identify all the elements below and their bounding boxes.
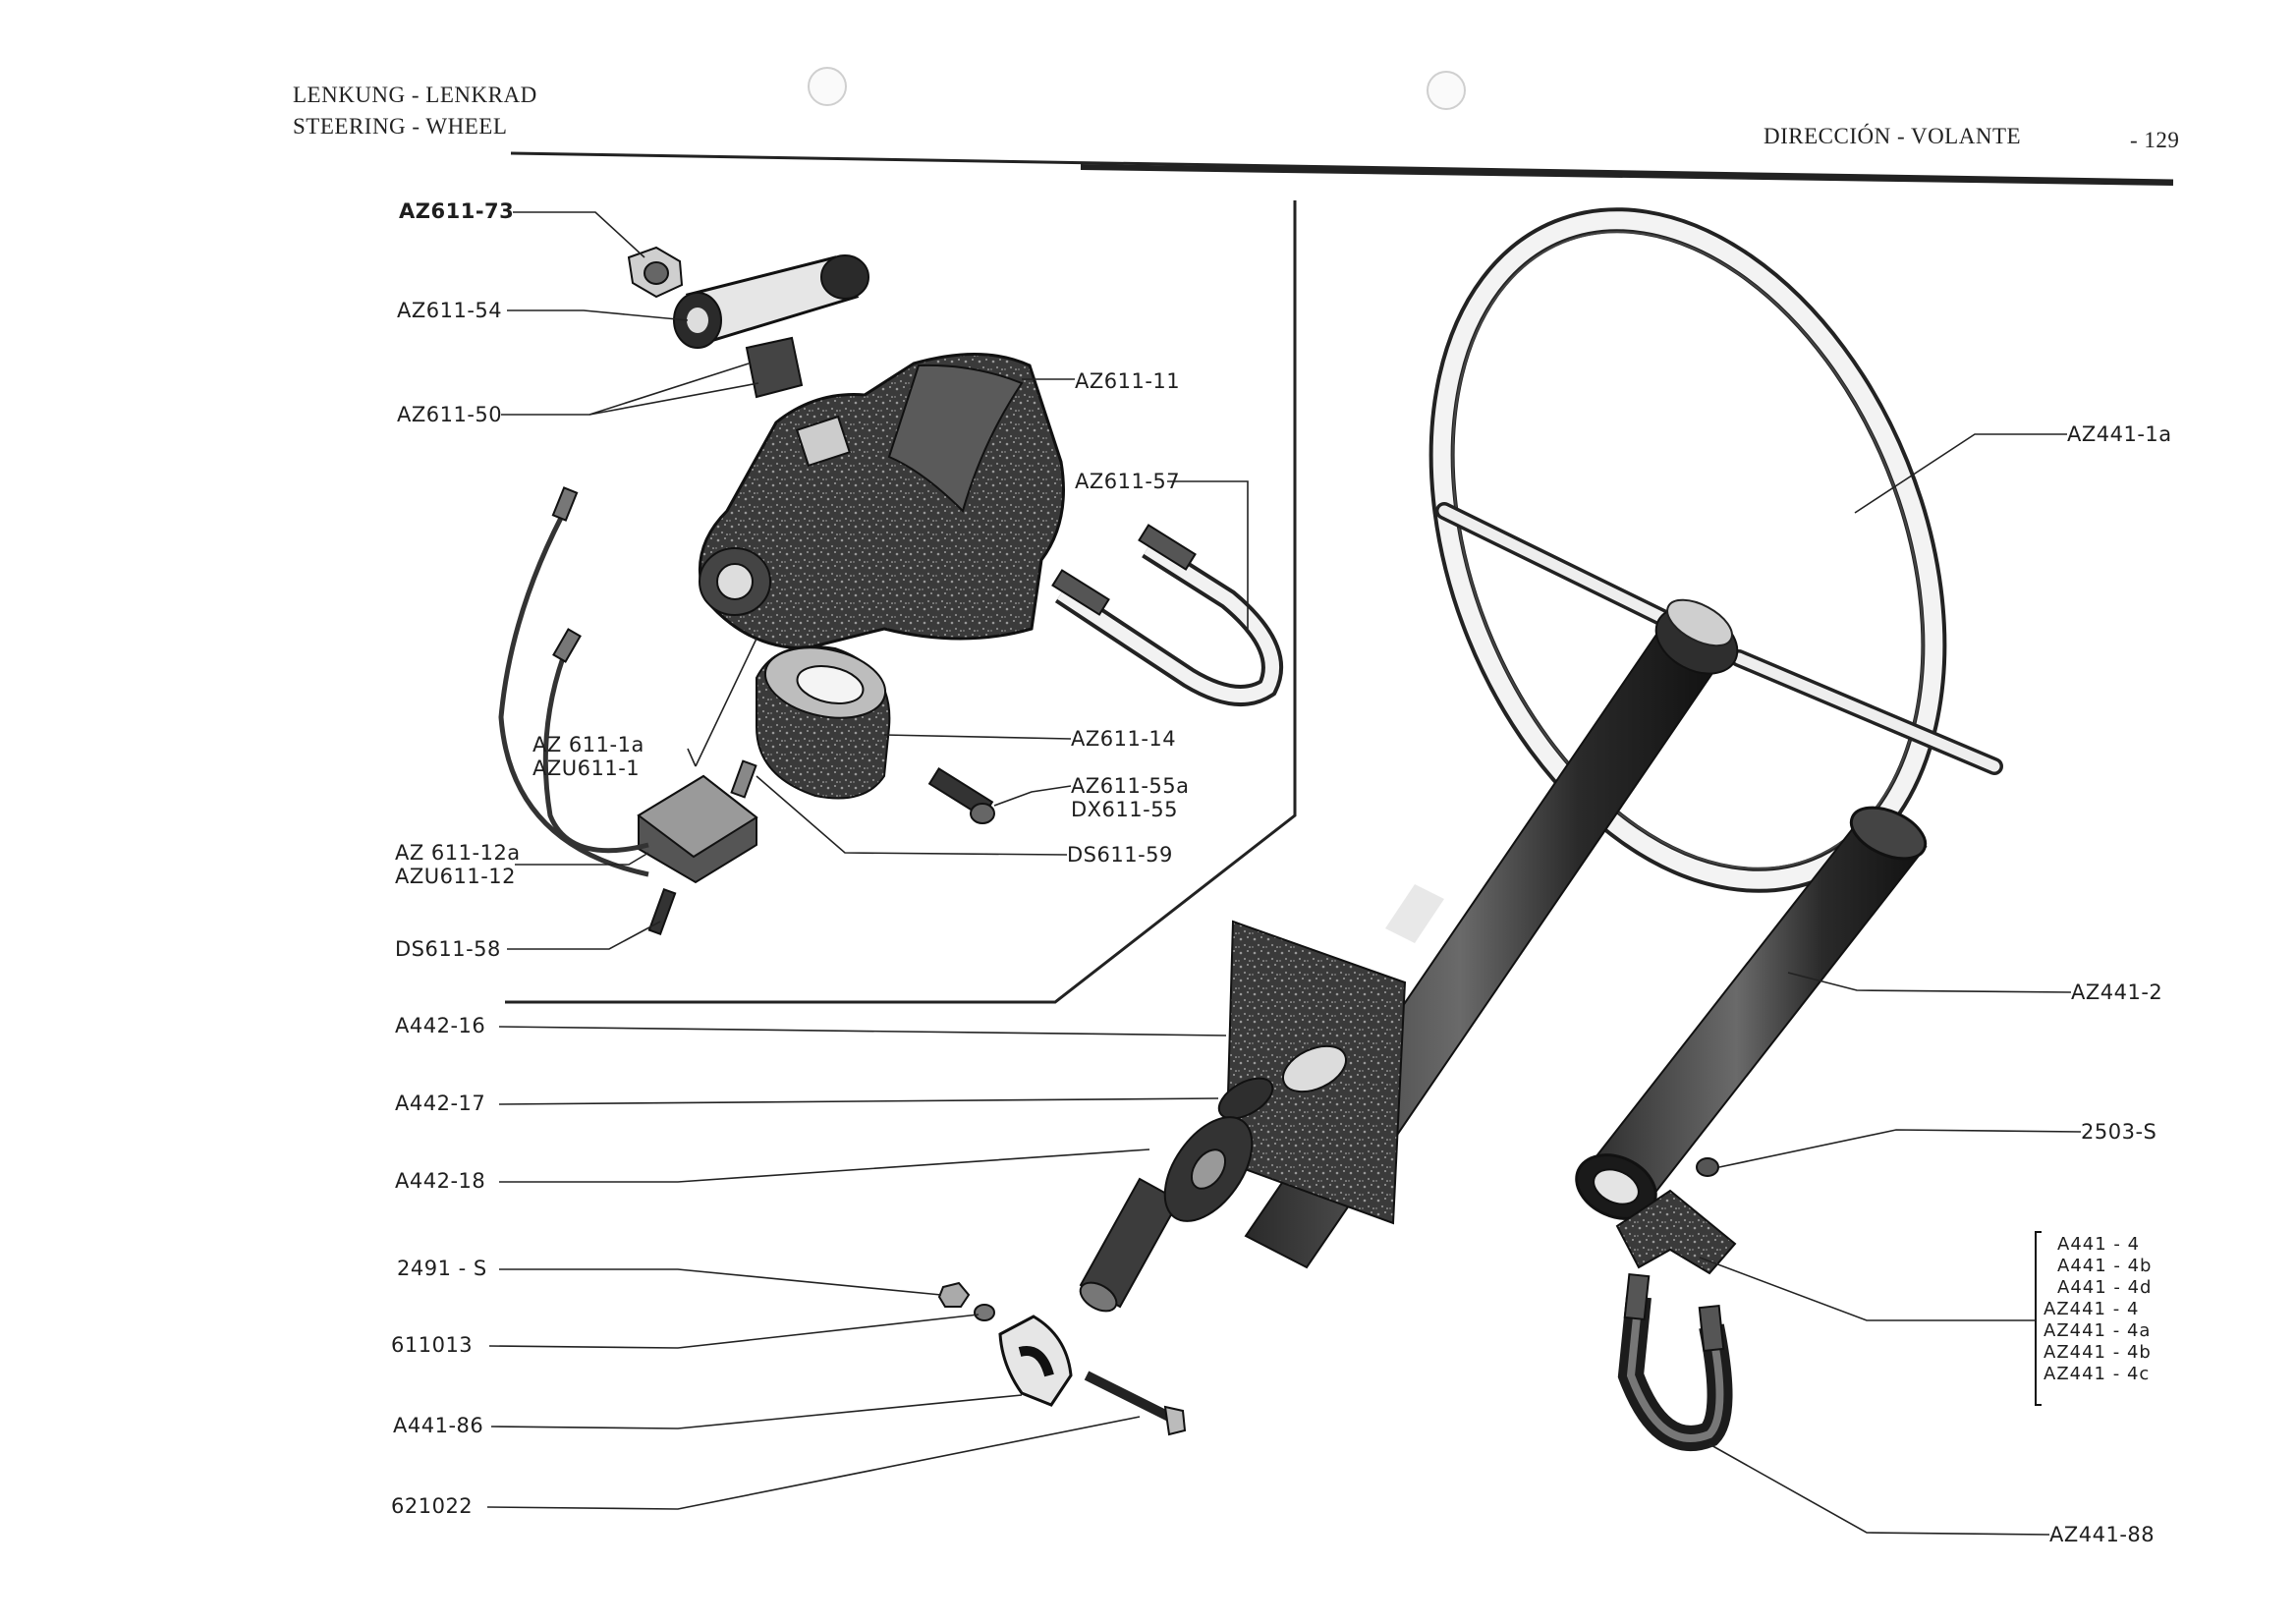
plug-2503-s <box>1696 1157 1719 1177</box>
washer-611013 <box>974 1304 995 1321</box>
part-group-list: A441 - 4 A441 - 4b A441 - 4d AZ441 - 4 A… <box>2044 1234 2152 1385</box>
part-label-azu611-12: AZU611-12 <box>395 865 517 888</box>
clamp-block <box>1615 1189 1737 1275</box>
collar-az611-14 <box>756 645 891 800</box>
subassembly-frame <box>505 200 1297 1004</box>
wire-terminal-1 <box>551 486 579 522</box>
group-bracket <box>2035 1231 2042 1406</box>
header-title-english: STEERING - WHEEL <box>293 114 508 139</box>
part-label-az611-55a: AZ611-55a <box>1071 774 1190 798</box>
punch-hole-right <box>1427 71 1466 110</box>
header-title-german: LENKUNG - LENKRAD <box>293 83 537 107</box>
clamp-a441-86 <box>998 1315 1073 1407</box>
part-label-a442-18: A442-18 <box>395 1169 486 1193</box>
part-group-item: AZ441 - 4b <box>2044 1342 2152 1363</box>
part-label-2491-s: 2491 - S <box>397 1257 487 1280</box>
part-label-az611-50: AZ611-50 <box>397 403 503 426</box>
part-label-az611-12a: AZ 611-12a <box>395 841 521 865</box>
part-label-dx611-55: DX611-55 <box>1071 798 1178 821</box>
wire-terminal-2 <box>552 628 582 663</box>
part-label-az441-2: AZ441-2 <box>2071 980 2163 1004</box>
part-group-item: A441 - 4b <box>2057 1256 2153 1276</box>
part-label-621022: 621022 <box>391 1494 474 1518</box>
part-label-az441-88: AZ441-88 <box>2049 1523 2156 1546</box>
screw-ds611-58 <box>647 887 677 936</box>
part-label-611013: 611013 <box>391 1333 474 1357</box>
part-label-ds611-58: DS611-58 <box>395 937 501 961</box>
steering-wheel-rim <box>1428 207 1947 893</box>
part-label-az611-14: AZ611-14 <box>1071 727 1177 751</box>
wiring-az611-12a <box>498 499 649 877</box>
nut-az611-73 <box>627 246 684 299</box>
u-bolt-az441-88 <box>1617 1272 1733 1451</box>
screw-az611-55a <box>927 767 995 824</box>
part-label-az611-57: AZ611-57 <box>1075 470 1181 493</box>
part-group-item: AZ441 - 4a <box>2044 1320 2152 1341</box>
bracket-az611-54 <box>673 254 869 349</box>
switch-az611-1a <box>637 759 758 884</box>
part-label-az441-1a: AZ441-1a <box>2067 422 2172 446</box>
switch-housing-az611-11 <box>698 353 1065 650</box>
part-label-azu611-1: AZU611-1 <box>532 756 641 780</box>
part-group-item: A441 - 4d <box>2057 1277 2153 1298</box>
part-label-a441-86: A441-86 <box>393 1414 484 1437</box>
part-group-item: A441 - 4 <box>2057 1234 2141 1255</box>
nut-2491-s <box>937 1281 971 1308</box>
part-label-a442-16: A442-16 <box>395 1014 486 1037</box>
leader-lines <box>486 211 2082 1536</box>
part-group-item: AZ441 - 4 <box>2044 1299 2140 1319</box>
bolt-621022 <box>1084 1371 1187 1436</box>
u-bolt-az611-57 <box>1051 524 1283 706</box>
page-number: - 129 <box>2130 128 2180 152</box>
wheel-spokes <box>1435 502 2003 775</box>
column-tube <box>1575 806 1928 1220</box>
punch-hole-left <box>808 67 847 106</box>
part-label-2503-s: 2503-S <box>2081 1120 2157 1144</box>
part-label-az611-1a: AZ 611-1a <box>532 733 644 756</box>
part-label-ds611-59: DS611-59 <box>1067 843 1173 867</box>
part-label-a442-17: A442-17 <box>395 1092 486 1115</box>
part-label-az611-11: AZ611-11 <box>1075 369 1181 393</box>
header-title-spanish: DIRECCIÓN - VOLANTE <box>1764 124 2022 148</box>
part-label-az611-73: AZ611-73 <box>399 199 515 223</box>
block-az611-50 <box>745 336 804 399</box>
washer-a442-17 <box>1217 1077 1274 1120</box>
part-group-item: AZ441 - 4c <box>2044 1364 2151 1384</box>
part-label-az611-54: AZ611-54 <box>397 299 503 322</box>
